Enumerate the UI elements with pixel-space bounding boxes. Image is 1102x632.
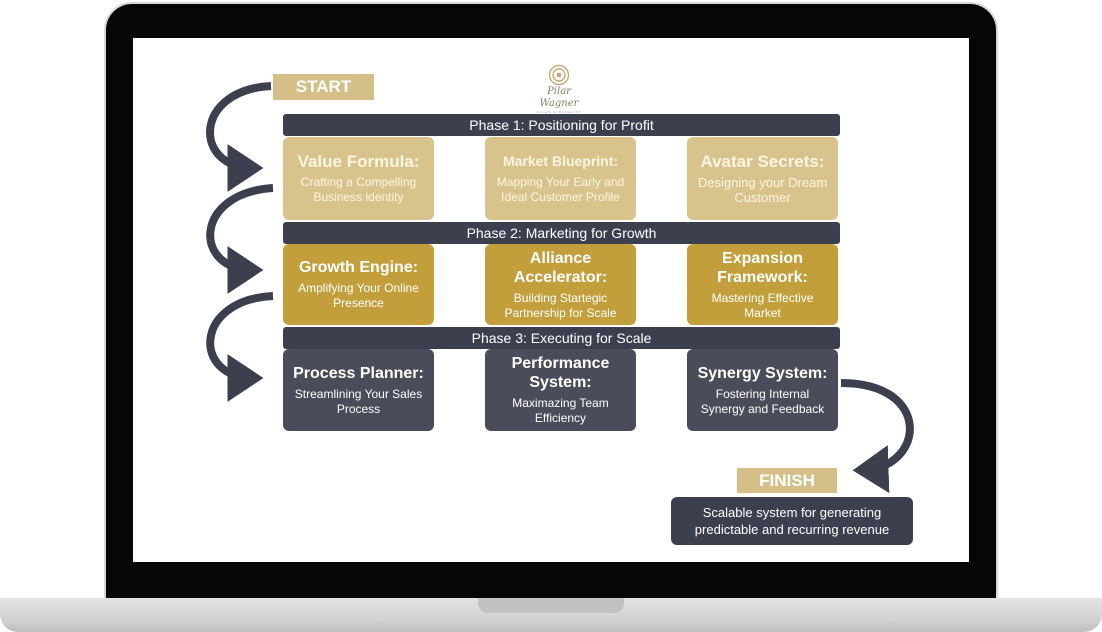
card-subtitle: Amplifying Your Online Presence <box>298 281 419 310</box>
start-label: START <box>273 74 374 100</box>
card-title: Market Blueprint: <box>502 153 619 169</box>
card-subtitle: Mastering Effective Market <box>711 290 814 320</box>
card-avatar-secrets: Avatar Secrets: Designing your Dream Cus… <box>687 137 838 220</box>
card-title: Expansion Framework: <box>717 249 808 286</box>
arrow-phase2-to-phase3 <box>206 292 274 402</box>
laptop-notch <box>478 598 624 613</box>
card-process-planner: Process Planner: Streamlining Your Sales… <box>283 349 434 431</box>
card-subtitle: Maximazing Team Efficiency <box>512 396 609 425</box>
phase-2-bar: Phase 2: Marketing for Growth <box>283 222 840 244</box>
card-title: Process Planner: <box>293 364 424 382</box>
arrow-start-to-phase1 <box>206 82 272 192</box>
card-market-blueprint: Market Blueprint: Mapping Your Early and… <box>485 137 636 220</box>
finish-outcome: Scalable system for generating predictab… <box>671 497 913 545</box>
card-title: Avatar Secrets: <box>700 152 825 171</box>
card-title: Performance System: <box>511 355 610 391</box>
arrow-synergy-to-finish <box>840 379 914 494</box>
card-synergy-system: Synergy System: Fostering Internal Syner… <box>687 349 838 431</box>
card-title: Growth Engine: <box>298 259 419 276</box>
brand-signature: Pilar Wagner <box>539 86 579 109</box>
card-title: Value Formula: <box>297 152 420 171</box>
phase-3-bar: Phase 3: Executing for Scale <box>283 327 840 349</box>
card-subtitle: Fostering Internal Synergy and Feedback <box>700 386 825 416</box>
laptop-screen: Pilar Wagner SALES STRATEGIST START FINI… <box>133 38 969 562</box>
flow-arrows <box>206 82 914 494</box>
card-alliance-accelerator: Alliance Accelerator: Building Startegic… <box>485 244 636 325</box>
target-icon <box>548 64 570 86</box>
phase-1-bar: Phase 1: Positioning for Profit <box>283 114 840 136</box>
finish-label: FINISH <box>737 468 837 493</box>
brand-logo: Pilar Wagner SALES STRATEGIST <box>529 64 589 114</box>
card-subtitle: Designing your Dream Customer <box>697 175 828 205</box>
card-subtitle: Mapping Your Early and Ideal Customer Pr… <box>496 175 625 204</box>
card-growth-engine: Growth Engine: Amplifying Your Online Pr… <box>283 244 434 325</box>
card-expansion-framework: Expansion Framework: Mastering Effective… <box>687 244 838 325</box>
card-subtitle: Crafting a Compelling Business identity <box>300 175 417 204</box>
card-subtitle: Building Startegic Partnership for Scale <box>504 290 617 320</box>
card-title: Alliance Accelerator: <box>513 249 608 286</box>
arrow-phase1-to-phase2 <box>206 184 274 294</box>
card-value-formula: Value Formula: Crafting a Compelling Bus… <box>283 137 434 220</box>
card-performance-system: Performance System: Maximazing Team Effi… <box>485 349 636 431</box>
card-subtitle: Streamlining Your Sales Process <box>294 386 423 416</box>
brand-tagline: SALES STRATEGIST <box>536 110 582 114</box>
card-title: Synergy System: <box>697 364 828 382</box>
